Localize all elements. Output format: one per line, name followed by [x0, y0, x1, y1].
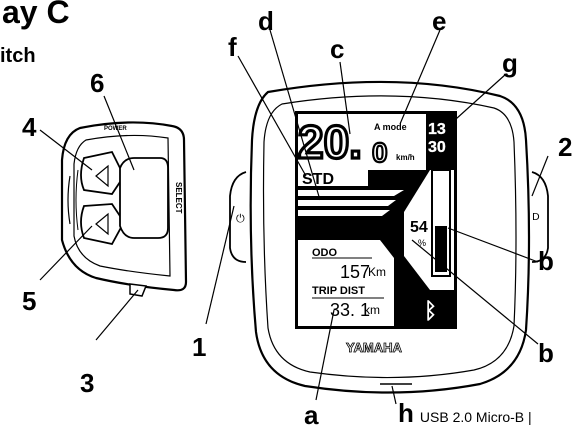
- callout-h-row: h USB 2.0 Micro-B |: [398, 398, 532, 429]
- clock-hour: 13: [428, 121, 446, 138]
- select-label: SELECT: [174, 182, 183, 214]
- page-subtitle: itch: [0, 45, 36, 67]
- callout-e: e: [432, 6, 447, 36]
- down-button[interactable]: [80, 203, 126, 246]
- odo-unit: Km: [368, 265, 386, 279]
- assist-indicator: A mode: [374, 122, 407, 132]
- power-icon: ⏻: [236, 212, 245, 225]
- side-label: POWER: [104, 126, 127, 132]
- callout-3: 3: [80, 368, 95, 398]
- bluetooth-icon: ᛒ: [424, 299, 437, 324]
- callout-4: 4: [22, 112, 37, 142]
- odo-value: 157: [340, 262, 370, 282]
- callout-f: f: [228, 32, 237, 62]
- light-icon: D: [532, 212, 540, 223]
- speed-decimal: 0: [372, 137, 388, 168]
- battery-fill: [435, 226, 447, 272]
- callout-5: 5: [22, 286, 37, 316]
- clock-minute: 30: [428, 139, 446, 156]
- speed-integer: 20.: [298, 116, 362, 168]
- callout-1: 1: [192, 332, 207, 362]
- speed-unit: km/h: [396, 153, 415, 162]
- assist-mode: STD: [302, 171, 334, 188]
- trip-unit: km: [364, 303, 380, 317]
- usb-note: USB 2.0 Micro-B |: [419, 409, 532, 425]
- display-readouts: 20. 0 km/h A mode 13 30 STD 54 % ODO 157…: [296, 114, 446, 320]
- leader-lines: [39, 29, 549, 405]
- trip-label: TRIP DIST: [312, 285, 365, 297]
- trip-value: 33. 1: [330, 300, 370, 320]
- callout-b-top: b: [538, 246, 554, 276]
- page-title: ay C: [2, 0, 70, 30]
- odo-label: ODO: [312, 247, 338, 259]
- callout-c: c: [330, 34, 345, 64]
- control-switch: SELECT POWER: [60, 121, 188, 297]
- brand-logo: YAMAHA: [346, 340, 402, 355]
- select-button[interactable]: [119, 157, 169, 239]
- display-unit: ⏻ D: [229, 80, 549, 394]
- arrow-up-icon: [95, 164, 109, 188]
- callout-6: 6: [90, 68, 105, 98]
- callout-h: h: [398, 398, 414, 428]
- callout-2: 2: [558, 132, 572, 162]
- battery-percent-sign: %: [418, 238, 426, 248]
- arrow-down-icon: [95, 212, 109, 236]
- battery-percent: 54: [410, 219, 428, 236]
- callout-g: g: [502, 48, 518, 78]
- callout-b-bottom: b: [538, 338, 554, 368]
- callout-a: a: [304, 400, 319, 430]
- callout-d: d: [258, 6, 274, 36]
